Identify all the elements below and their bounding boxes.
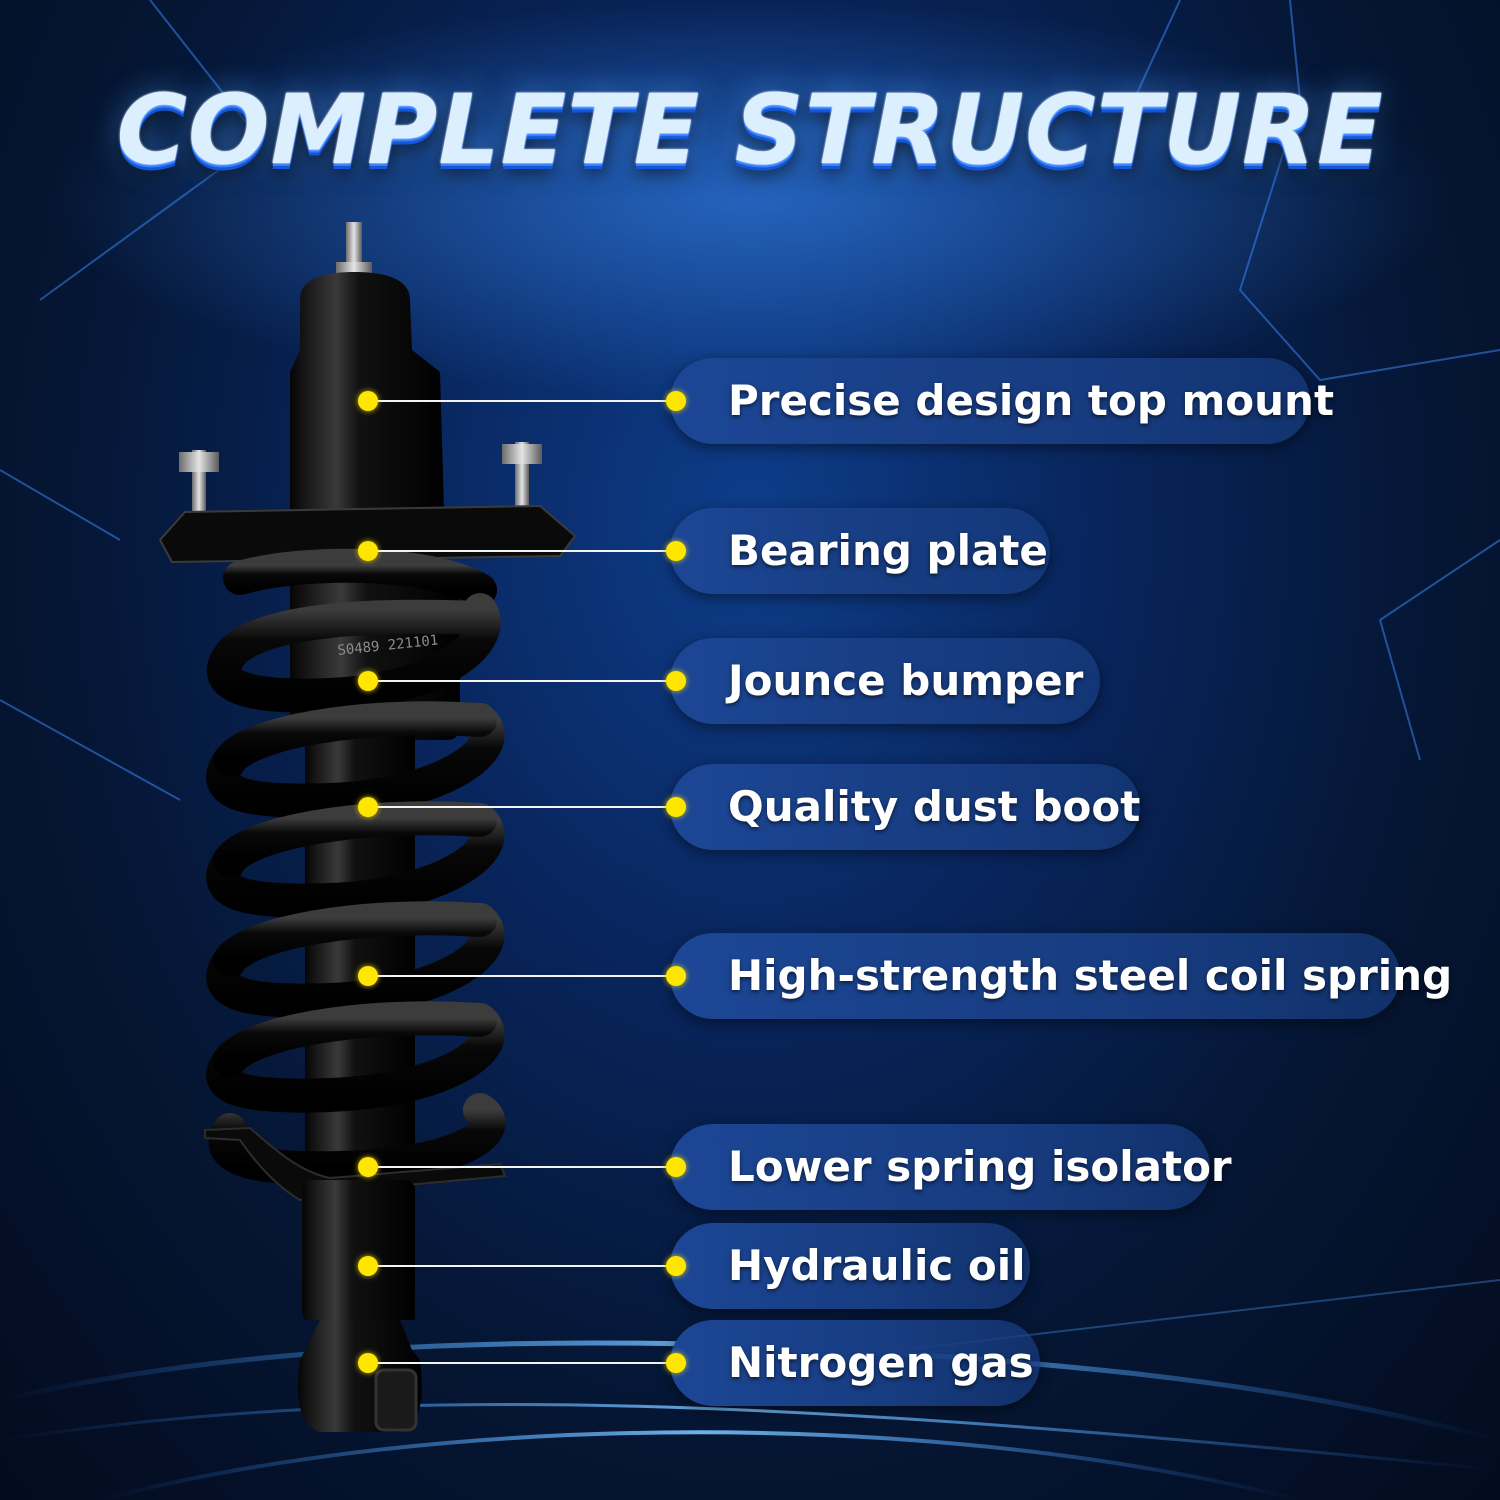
callout-item: High-strength steel coil spring xyxy=(670,933,1452,1019)
top-stud xyxy=(336,222,372,278)
part-marker-dot xyxy=(358,797,378,817)
label-marker-dot xyxy=(666,1353,686,1373)
callout-label: Bearing plate xyxy=(728,526,1048,575)
callout-pill: Hydraulic oil xyxy=(670,1223,1030,1309)
callout-pill: Jounce bumper xyxy=(670,638,1100,724)
callout-pill: Nitrogen gas xyxy=(670,1320,1040,1406)
leader-line xyxy=(368,400,676,402)
part-marker-dot xyxy=(358,966,378,986)
coil-spring xyxy=(206,548,506,1186)
callout-item: Precise design top mount xyxy=(670,358,1334,444)
lower-spring-seat xyxy=(204,1126,507,1202)
leader-line xyxy=(368,975,676,977)
callout-pill: Precise design top mount xyxy=(670,358,1334,444)
part-marker-dot xyxy=(358,671,378,691)
callout-label: Hydraulic oil xyxy=(728,1241,1026,1290)
part-marker-dot xyxy=(358,541,378,561)
callout-label: Jounce bumper xyxy=(728,656,1084,705)
callout-label: High-strength steel coil spring xyxy=(728,951,1453,1000)
leader-line xyxy=(368,1265,676,1267)
callout-label: Nitrogen gas xyxy=(728,1338,1034,1387)
callout-item: Jounce bumper xyxy=(670,638,1100,724)
callout-item: Nitrogen gas xyxy=(670,1320,1040,1406)
leader-line xyxy=(368,550,676,552)
part-marker-dot xyxy=(358,1256,378,1276)
label-marker-dot xyxy=(666,671,686,691)
label-marker-dot xyxy=(666,391,686,411)
label-marker-dot xyxy=(666,541,686,561)
callout-label: Precise design top mount xyxy=(728,376,1335,425)
label-marker-dot xyxy=(666,1256,686,1276)
label-marker-dot xyxy=(666,1157,686,1177)
callout-pill: Quality dust boot xyxy=(670,764,1140,850)
shock-lower-body xyxy=(302,1180,414,1320)
callout-item: Bearing plate xyxy=(670,508,1050,594)
leader-line xyxy=(368,1166,676,1168)
callout-pill: High-strength steel coil spring xyxy=(670,933,1452,1019)
callout-pill: Lower spring isolator xyxy=(670,1124,1232,1210)
callout-item: Quality dust boot xyxy=(670,764,1140,850)
callout-pill: Bearing plate xyxy=(670,508,1050,594)
bearing-plate xyxy=(158,504,577,564)
part-marker-dot xyxy=(358,1353,378,1373)
part-marker-dot xyxy=(358,391,378,411)
leader-line xyxy=(368,680,676,682)
callout-item: Hydraulic oil xyxy=(670,1223,1030,1309)
leader-line xyxy=(368,806,676,808)
callout-label: Lower spring isolator xyxy=(728,1142,1232,1191)
leader-line xyxy=(368,1362,676,1364)
label-marker-dot xyxy=(666,797,686,817)
headline-title: COMPLETE STRUCTURE xyxy=(116,74,1384,186)
callout-label: Quality dust boot xyxy=(728,782,1141,831)
label-marker-dot xyxy=(666,966,686,986)
callout-item: Lower spring isolator xyxy=(670,1124,1232,1210)
part-marker-dot xyxy=(358,1157,378,1177)
lower-eye-bushing xyxy=(374,1368,418,1432)
